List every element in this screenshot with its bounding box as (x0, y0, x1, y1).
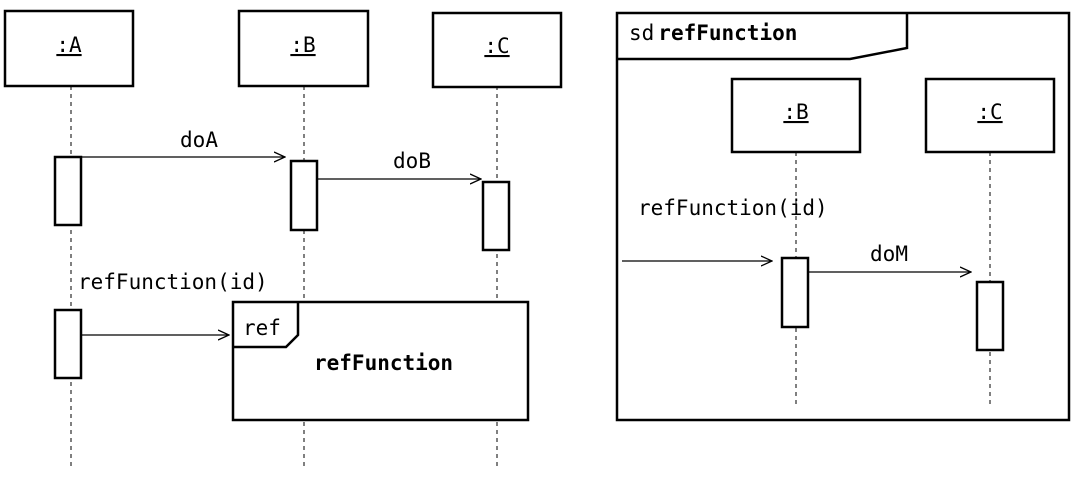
right-activation-b (780, 256, 810, 329)
message-dob: doB (317, 149, 481, 179)
right-lifeline-b-head (730, 77, 862, 154)
sd-frame-tab (617, 13, 909, 61)
activation-a-1 (53, 155, 83, 227)
right-message-dom: doM (808, 242, 971, 272)
message-doa-label: doA (180, 128, 218, 152)
lifeline-a: :A (3, 9, 135, 470)
activation-a-2 (53, 308, 83, 380)
ref-fragment: ref refFunction (231, 300, 530, 422)
right-activation-c (975, 280, 1005, 352)
lifeline-c: :C (431, 11, 563, 470)
right-message-ref-function-label: refFunction(id) (638, 196, 828, 220)
lifeline-a-label: :A (56, 33, 82, 57)
lifeline-c-head (431, 11, 563, 89)
activation-c-1 (481, 180, 511, 252)
message-dob-label: doB (393, 149, 431, 173)
right-message-ref-function: refFunction(id) (622, 196, 828, 261)
right-lifeline-c: :C (924, 77, 1056, 405)
right-message-dom-label: doM (870, 242, 908, 266)
lifeline-b-head (237, 9, 370, 88)
ref-fragment-box (231, 300, 530, 422)
ref-fragment-keyword: ref (243, 316, 281, 340)
right-lifeline-c-label: :C (977, 100, 1002, 124)
activation-b-1 (289, 159, 319, 232)
ref-fragment-name: refFunction (314, 351, 453, 375)
lifeline-b: :B (237, 9, 370, 470)
sd-frame-keyword: sd (629, 21, 654, 45)
lifeline-b-label: :B (290, 33, 315, 57)
lifeline-a-head (3, 9, 135, 88)
right-lifeline-c-head (924, 77, 1056, 154)
ref-fragment-tab (233, 302, 300, 349)
lifeline-c-label: :C (484, 34, 509, 58)
message-ref-function-label: refFunction(id) (78, 270, 268, 294)
sd-frame-name: refFunction (658, 21, 797, 45)
right-lifeline-b: :B (730, 77, 862, 405)
message-doa: doA (81, 128, 285, 157)
message-ref-function: refFunction(id) (78, 270, 268, 335)
left-sequence-diagram: :A :B :C doA doB (3, 9, 563, 470)
right-lifeline-b-label: :B (783, 100, 808, 124)
